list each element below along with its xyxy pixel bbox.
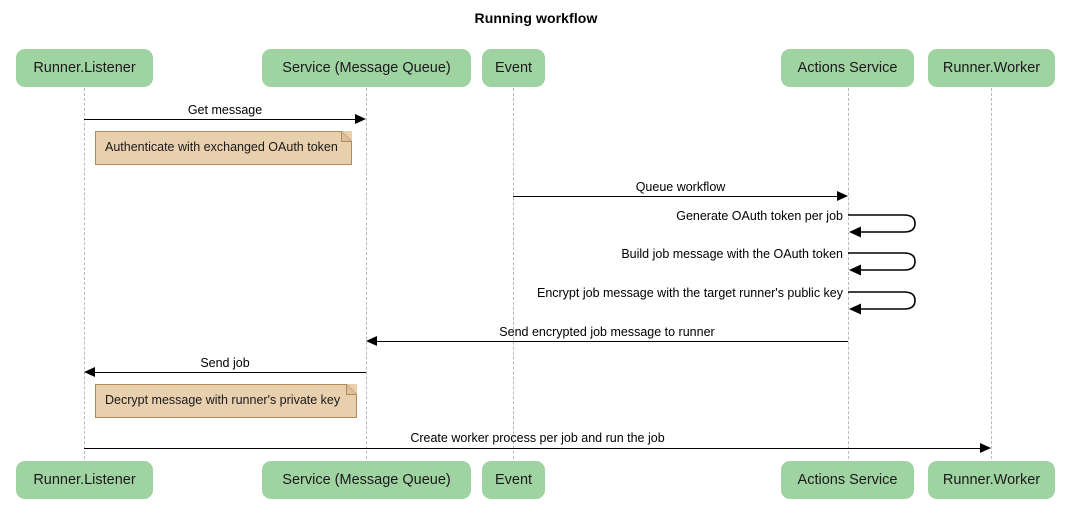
lifeline-runner-listener bbox=[84, 88, 85, 459]
note-text-authenticate: Authenticate with exchanged OAuth token bbox=[105, 140, 338, 154]
message-line-send-job bbox=[95, 372, 366, 373]
arrowhead-get-message bbox=[355, 114, 366, 124]
participant-service-mq-bottom[interactable]: Service (Message Queue) bbox=[262, 461, 471, 499]
selfloop-label-encrypt-job-message: Encrypt job message with the target runn… bbox=[536, 286, 843, 300]
message-label-queue-workflow: Queue workflow bbox=[635, 180, 726, 194]
participant-runner-listener-top[interactable]: Runner.Listener bbox=[16, 49, 153, 87]
selfloop-label-generate-oauth-token: Generate OAuth token per job bbox=[676, 209, 843, 223]
note-shape-icon bbox=[95, 131, 352, 165]
lifeline-service-mq bbox=[366, 88, 367, 459]
selfloop-build-job-message bbox=[848, 252, 928, 278]
participant-runner-worker-top[interactable]: Runner.Worker bbox=[928, 49, 1055, 87]
participant-event-bottom[interactable]: Event bbox=[482, 461, 545, 499]
message-label-get-message: Get message bbox=[187, 103, 263, 117]
participant-actions-service-top[interactable]: Actions Service bbox=[781, 49, 914, 87]
participant-service-mq-top[interactable]: Service (Message Queue) bbox=[262, 49, 471, 87]
note-text-decrypt: Decrypt message with runner's private ke… bbox=[105, 393, 341, 407]
participant-actions-service-bottom[interactable]: Actions Service bbox=[781, 461, 914, 499]
lifeline-actions-service bbox=[848, 88, 849, 459]
message-label-send-job: Send job bbox=[200, 356, 250, 370]
message-line-get-message bbox=[84, 119, 355, 120]
note-shape-icon bbox=[95, 384, 357, 418]
lifeline-runner-worker bbox=[991, 88, 992, 459]
arrowhead-send-job bbox=[84, 367, 95, 377]
participant-event-top[interactable]: Event bbox=[482, 49, 545, 87]
lifeline-event bbox=[513, 88, 514, 459]
arrowhead-queue-workflow bbox=[837, 191, 848, 201]
selfloop-encrypt-job-message bbox=[848, 291, 928, 317]
note-decrypt: Decrypt message with runner's private ke… bbox=[95, 384, 357, 418]
participant-runner-listener-bottom[interactable]: Runner.Listener bbox=[16, 461, 153, 499]
message-line-send-encrypted-job-message bbox=[377, 341, 848, 342]
participant-runner-worker-bottom[interactable]: Runner.Worker bbox=[928, 461, 1055, 499]
note-authenticate: Authenticate with exchanged OAuth token bbox=[95, 131, 352, 165]
selfloop-generate-oauth-token bbox=[848, 214, 928, 240]
arrowhead-send-encrypted-job-message bbox=[366, 336, 377, 346]
arrowhead-create-worker-process bbox=[980, 443, 991, 453]
message-line-create-worker-process bbox=[84, 448, 980, 449]
page-title: Running workflow bbox=[474, 10, 598, 26]
message-line-queue-workflow bbox=[513, 196, 837, 197]
selfloop-label-build-job-message: Build job message with the OAuth token bbox=[621, 247, 843, 261]
message-label-create-worker-process: Create worker process per job and run th… bbox=[410, 431, 665, 445]
message-label-send-encrypted-job-message: Send encrypted job message to runner bbox=[499, 325, 715, 339]
